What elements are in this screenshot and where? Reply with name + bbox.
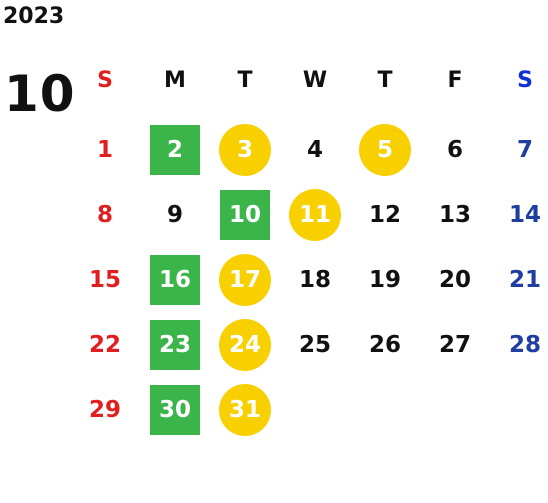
day-number: 29	[88, 397, 121, 423]
day-cell[interactable]: 3	[210, 120, 280, 180]
calendar-month: 10	[4, 65, 76, 123]
day-cell[interactable]: 25	[280, 315, 350, 375]
day-number: 25	[298, 332, 331, 358]
week-row: 15 16 17 18 19 20 21	[70, 250, 548, 310]
marked-day-number: 24	[219, 319, 271, 371]
day-cell[interactable]: 20	[420, 250, 490, 310]
day-cell[interactable]: 28	[490, 315, 548, 375]
week-row: 29 30 31	[70, 380, 548, 440]
day-number: 4	[306, 137, 323, 163]
day-cell[interactable]: 24	[210, 315, 280, 375]
day-cell[interactable]: 31	[210, 380, 280, 440]
weekday-label: W	[302, 67, 328, 93]
day-number: 21	[508, 267, 541, 293]
day-number: 6	[446, 137, 463, 163]
day-cell[interactable]: 17	[210, 250, 280, 310]
day-number: 1	[96, 137, 113, 163]
marked-day-number: 10	[220, 190, 270, 240]
marked-day-number: 30	[150, 385, 200, 435]
day-cell[interactable]: 6	[420, 120, 490, 180]
day-cell[interactable]: 10	[210, 185, 280, 245]
marked-day-number: 5	[359, 124, 411, 176]
day-number: 7	[516, 137, 533, 163]
day-number: 26	[368, 332, 401, 358]
weekday-label: F	[447, 67, 463, 93]
marked-day-number: 16	[150, 255, 200, 305]
day-number: 22	[88, 332, 121, 358]
day-cell[interactable]: 12	[350, 185, 420, 245]
marked-day-number: 2	[150, 125, 200, 175]
day-number: 18	[298, 267, 331, 293]
day-number: 14	[508, 202, 541, 228]
week-row: 22 23 24 25 26 27 28	[70, 315, 548, 375]
day-cell[interactable]: 4	[280, 120, 350, 180]
day-cell[interactable]: 22	[70, 315, 140, 375]
day-cell[interactable]: 11	[280, 185, 350, 245]
day-number: 12	[368, 202, 401, 228]
marked-day-number: 17	[219, 254, 271, 306]
weekday-label: S	[517, 67, 533, 93]
day-cell[interactable]: 8	[70, 185, 140, 245]
marked-day-number: 11	[289, 189, 341, 241]
day-cell[interactable]: 5	[350, 120, 420, 180]
weekday-label: S	[97, 67, 113, 93]
weekday-label: M	[164, 67, 186, 93]
weekday-label: T	[237, 67, 253, 93]
day-number: 20	[438, 267, 471, 293]
marked-day-number: 3	[219, 124, 271, 176]
week-row: 8 9 10 11 12 13 14	[70, 185, 548, 245]
day-cell[interactable]: 19	[350, 250, 420, 310]
day-number: 13	[438, 202, 471, 228]
day-cell[interactable]: 2	[140, 120, 210, 180]
day-number: 28	[508, 332, 541, 358]
day-cell[interactable]: 9	[140, 185, 210, 245]
day-cell[interactable]: 26	[350, 315, 420, 375]
day-cell[interactable]: 29	[70, 380, 140, 440]
day-cell[interactable]: 7	[490, 120, 548, 180]
day-cell[interactable]: 23	[140, 315, 210, 375]
calendar-year: 2023	[3, 4, 65, 29]
marked-day-number: 23	[150, 320, 200, 370]
day-cell[interactable]: 21	[490, 250, 548, 310]
day-cell[interactable]: 27	[420, 315, 490, 375]
weekday-label: T	[377, 67, 393, 93]
day-number: 15	[88, 267, 121, 293]
day-cell[interactable]: 14	[490, 185, 548, 245]
day-cell[interactable]: 18	[280, 250, 350, 310]
marked-day-number: 31	[219, 384, 271, 436]
day-cell[interactable]: 15	[70, 250, 140, 310]
day-cell[interactable]: 1	[70, 120, 140, 180]
day-number: 9	[166, 202, 183, 228]
day-cell[interactable]: 16	[140, 250, 210, 310]
day-cell[interactable]: 13	[420, 185, 490, 245]
day-number: 27	[438, 332, 471, 358]
day-number: 19	[368, 267, 401, 293]
day-cell[interactable]: 30	[140, 380, 210, 440]
day-number: 8	[96, 202, 113, 228]
